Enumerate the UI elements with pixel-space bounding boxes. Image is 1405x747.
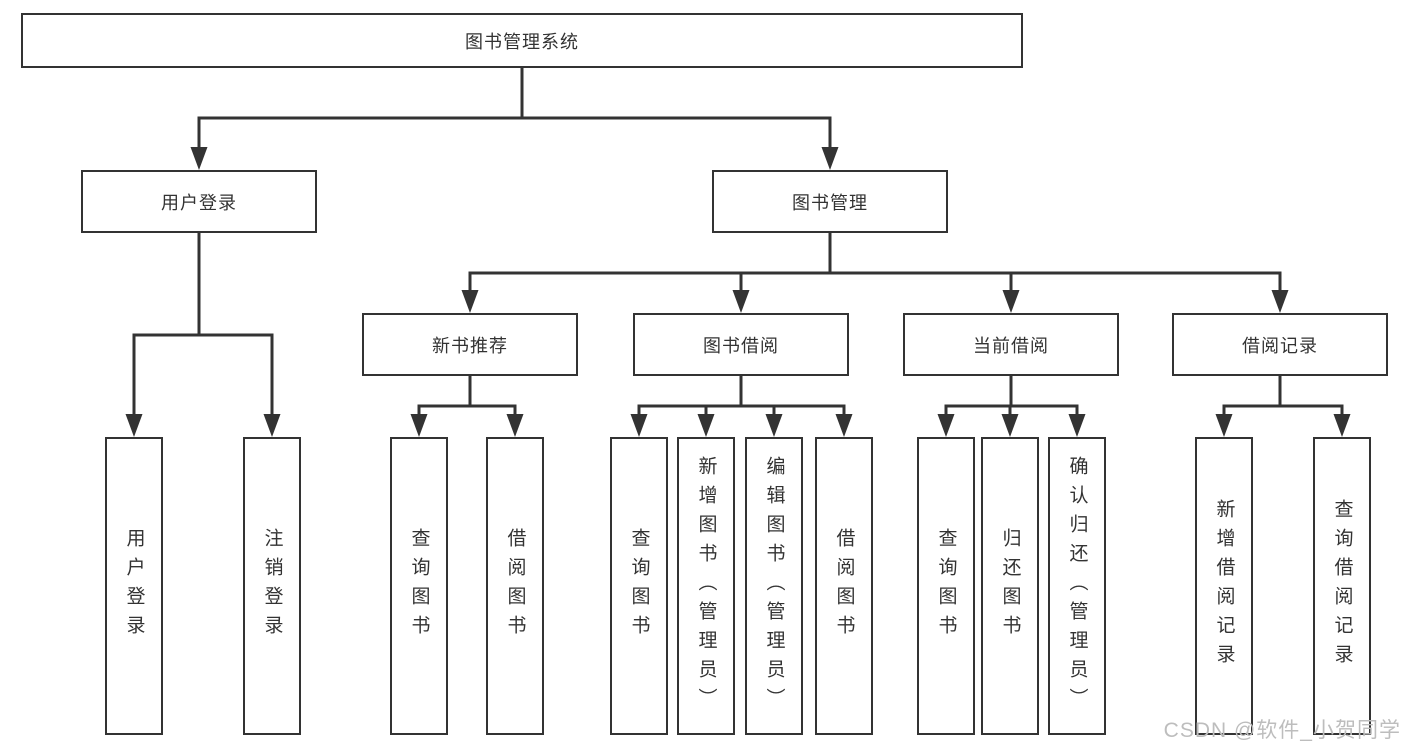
- node-borrow-book-recommend: 借阅图书: [486, 437, 544, 735]
- node-label: 归还图书: [999, 528, 1021, 644]
- node-confirm-return-admin: 确认归还（管理员）: [1048, 437, 1106, 735]
- node-add-book-admin: 新增图书（管理员）: [677, 437, 735, 735]
- node-book-borrow: 图书借阅: [633, 313, 849, 376]
- node-borrow-records: 借阅记录: [1172, 313, 1388, 376]
- node-label: 借阅图书: [504, 528, 526, 644]
- node-query-book-recommend: 查询图书: [390, 437, 448, 735]
- node-user-login: 用户登录: [81, 170, 317, 233]
- node-new-book-recommend: 新书推荐: [362, 313, 578, 376]
- node-library-system: 图书管理系统: [21, 13, 1023, 68]
- node-label: 查询图书: [628, 528, 650, 644]
- node-borrow-book: 借阅图书: [815, 437, 873, 735]
- node-label: 用户登录: [123, 528, 145, 644]
- node-label: 注销登录: [261, 528, 283, 644]
- node-current-borrow: 当前借阅: [903, 313, 1119, 376]
- node-label: 新增图书（管理员）: [695, 455, 717, 717]
- watermark-text: CSDN @软件_小贺同学: [1163, 719, 1401, 742]
- node-label: 确认归还（管理员）: [1066, 455, 1088, 717]
- connector-lines: [132, 66, 1344, 418]
- node-return-book: 归还图书: [981, 437, 1039, 735]
- node-label: 查询图书: [935, 528, 957, 644]
- node-leaf-user-login: 用户登录: [105, 437, 163, 735]
- node-book-management: 图书管理: [712, 170, 948, 233]
- connector-arrowheads: [125, 147, 1351, 437]
- node-edit-book-admin: 编辑图书（管理员）: [745, 437, 803, 735]
- node-query-book-borrow: 查询图书: [610, 437, 668, 735]
- node-query-borrow-record: 查询借阅记录: [1313, 437, 1371, 735]
- node-query-book-current: 查询图书: [917, 437, 975, 735]
- node-label: 编辑图书（管理员）: [763, 455, 785, 717]
- node-label: 查询借阅记录: [1331, 499, 1353, 673]
- node-add-borrow-record: 新增借阅记录: [1195, 437, 1253, 735]
- node-label: 新增借阅记录: [1213, 499, 1235, 673]
- node-label: 借阅图书: [833, 528, 855, 644]
- node-label: 查询图书: [408, 528, 430, 644]
- node-leaf-logout: 注销登录: [243, 437, 301, 735]
